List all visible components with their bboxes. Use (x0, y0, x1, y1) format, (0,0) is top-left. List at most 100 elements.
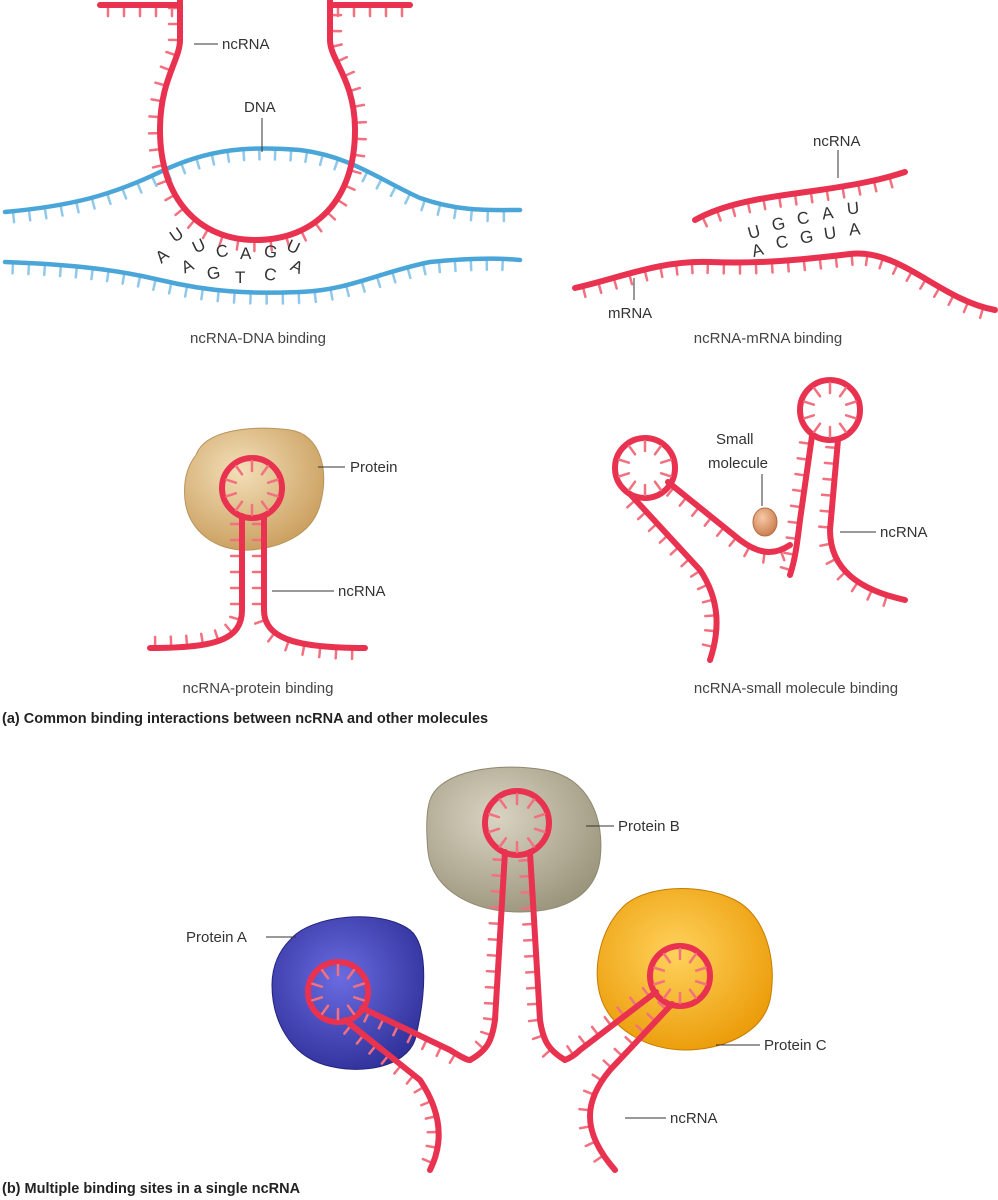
mrna-base: G (798, 227, 814, 248)
base-tick (488, 827, 501, 834)
loop-base-ticks (653, 947, 707, 1005)
base-tick (653, 444, 663, 456)
base-tick (533, 827, 546, 834)
ncrna-protein-labels: Protein ncRNA ncRNA-protein binding (183, 459, 398, 697)
caption-ncrna-dna-binding: ncRNA-DNA binding (190, 330, 326, 347)
label-ncrna: ncRNA (222, 36, 270, 53)
base-tick (320, 1004, 330, 1016)
mrna-base: A (750, 240, 767, 261)
base-tick (260, 500, 270, 512)
base-tick (803, 400, 816, 406)
base-tick (838, 422, 848, 434)
ncrna-dna-binding-illustration (2, 0, 523, 305)
stem-c-outer (587, 1001, 675, 1173)
label-ncrna: ncRNA (670, 1110, 718, 1127)
stem-b-right (527, 849, 568, 1063)
base-tick (311, 982, 324, 988)
base-tick (662, 952, 672, 964)
mrna-strand (572, 250, 998, 313)
base-tick (260, 464, 270, 476)
dna-base: A (288, 256, 307, 278)
label-protein: Protein (350, 459, 398, 476)
base-tick (688, 988, 698, 1000)
arm-left-inner (665, 479, 793, 555)
caption-ncrna-protein-binding: ncRNA-protein binding (183, 680, 334, 697)
hairpin-loop-a (305, 959, 371, 1025)
label-ncrna: ncRNA (880, 524, 928, 541)
label-small-molecule: Small (716, 431, 754, 448)
base-tick (346, 968, 356, 980)
hairpin-stem-right (261, 513, 368, 651)
ncrna-loop-strand (156, 0, 359, 244)
ncrna-base: C (795, 208, 810, 229)
strand-base-ticks (11, 147, 506, 224)
ncrna-base: A (821, 203, 836, 223)
stem-b-left (467, 849, 508, 1063)
base-tick (352, 996, 365, 1002)
rna-base: U (189, 235, 208, 257)
arm-right-outer (826, 437, 908, 603)
label-ncrna: ncRNA (338, 583, 386, 600)
label-mrna: mRNA (608, 305, 652, 322)
arm-left-outer (627, 491, 720, 663)
caption-ncrna-mrna-binding: ncRNA-mRNA binding (694, 330, 842, 347)
ncrna-mrna-bases: U G C A U A C G U A (746, 198, 862, 261)
base-tick (844, 400, 857, 406)
protein-c-shape (596, 888, 773, 1051)
base-tick (234, 464, 244, 476)
loop-base-ticks (225, 459, 279, 517)
base-tick (488, 812, 501, 819)
base-tick (352, 982, 365, 988)
rna-base: G (263, 241, 279, 262)
label-ncrna: ncRNA (813, 133, 861, 150)
base-tick (266, 478, 279, 484)
ncrna-base: G (770, 214, 787, 235)
ncrna-mrna-labels: ncRNA mRNA ncRNA-mRNA binding (608, 133, 861, 347)
dna-base: T (235, 268, 245, 287)
loop-base-ticks (488, 792, 546, 854)
dna-base: G (205, 263, 221, 284)
label-protein-a: Protein A (186, 929, 247, 946)
base-tick (803, 414, 816, 420)
rna-base: A (240, 244, 252, 263)
hairpin-loop-left (612, 435, 678, 501)
base-tick (627, 444, 637, 456)
base-tick (838, 386, 848, 398)
dna-strand-top (2, 146, 523, 215)
base-tick (627, 480, 637, 492)
base-tick (311, 996, 324, 1002)
small-molecule-bead (752, 507, 778, 537)
ncrna-protein-binding-illustration (147, 427, 368, 661)
multiple-binding-illustration (271, 766, 773, 1173)
dna-base: A (178, 255, 197, 277)
protein-a-shape (271, 916, 425, 1070)
mrna-base: U (823, 223, 838, 244)
base-tick (234, 500, 244, 512)
base-tick (498, 798, 508, 809)
loop-base-ticks (311, 963, 365, 1021)
base-tick (688, 952, 698, 964)
label-protein-c: Protein C (764, 1037, 827, 1054)
rna-base: C (214, 241, 229, 262)
multiple-binding-labels: Protein A Protein B Protein C ncRNA (186, 818, 827, 1127)
ncrna-base: U (846, 198, 860, 218)
dna-base: A (152, 245, 173, 267)
dna-base: C (263, 264, 278, 285)
base-tick (653, 480, 663, 492)
ncrna-small-molecule-binding-illustration (612, 377, 908, 663)
label-dna: DNA (244, 99, 276, 116)
ncrna-dna-bases: U U C A G U A A G T C A (152, 224, 307, 287)
hairpin-stem-left (147, 513, 245, 651)
stem-a-inner (359, 1005, 473, 1063)
loop-base-ticks (618, 439, 672, 497)
base-tick (225, 492, 238, 498)
base-tick (498, 837, 508, 848)
base-tick (526, 837, 536, 848)
arm-right-inner (787, 433, 815, 578)
base-tick (320, 968, 330, 980)
ncrna-base: U (746, 221, 763, 243)
stem-a-outer (342, 1017, 442, 1173)
hairpin-loop (219, 455, 285, 521)
mrna-base: C (774, 232, 790, 253)
